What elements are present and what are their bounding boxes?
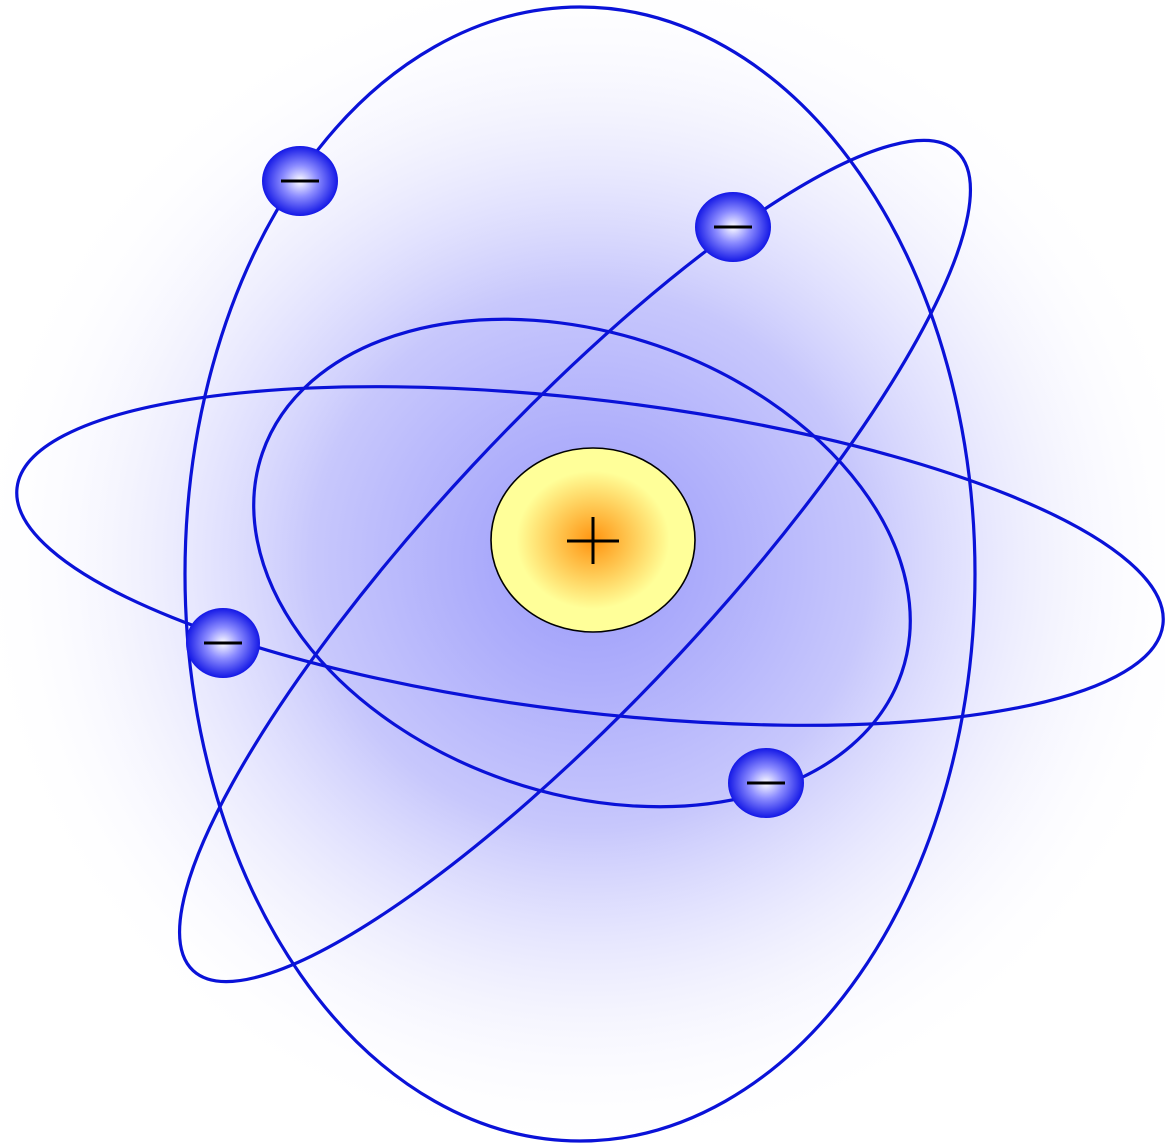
electron [186, 608, 260, 678]
electron [728, 748, 804, 818]
electron [695, 192, 771, 262]
electron [262, 146, 338, 216]
nucleus [491, 448, 695, 632]
